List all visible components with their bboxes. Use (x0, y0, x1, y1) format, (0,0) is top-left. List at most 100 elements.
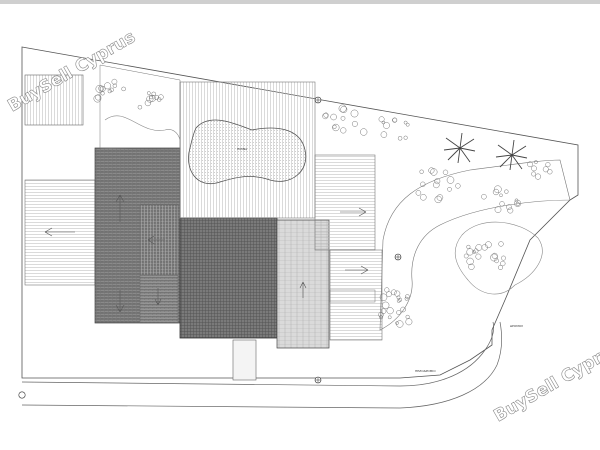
planting-island (454, 221, 543, 295)
shrub (434, 178, 441, 185)
shrub (494, 258, 499, 264)
shrub (378, 116, 385, 123)
shrub (466, 257, 474, 266)
shrub (100, 91, 105, 96)
shrub (490, 253, 498, 262)
shrub (403, 135, 408, 140)
plot-boundary (21, 46, 579, 379)
swimming-pool (188, 119, 307, 184)
shrub (351, 120, 358, 127)
shrub (98, 85, 105, 92)
shrub (332, 124, 337, 129)
shrub (542, 166, 549, 173)
shrub (146, 95, 154, 103)
shrub (491, 252, 498, 259)
shrub (404, 296, 409, 301)
shrub (493, 185, 502, 194)
building-stair (139, 274, 179, 324)
sidewalk (21, 321, 494, 387)
shrub (405, 122, 410, 127)
shrub (340, 115, 346, 121)
shrub-planting (93, 78, 553, 328)
shrub (144, 99, 152, 107)
shrub (149, 94, 156, 102)
flow-arrows (44, 194, 369, 313)
shrub (392, 117, 398, 123)
left-paving (24, 179, 96, 286)
shrub (400, 306, 406, 313)
shrub (507, 207, 514, 214)
sidewalk-label: ΠΕΖΟΔΡΟΜΙΟ (415, 369, 436, 373)
top-band (0, 0, 600, 4)
shrub (340, 106, 348, 113)
shrub (398, 297, 403, 302)
shrub (428, 167, 435, 174)
shrub (379, 293, 388, 302)
shrub (481, 193, 487, 200)
east-terrace-lower (329, 249, 383, 341)
pool-label: ΠΙΣΙΝΑ (237, 147, 248, 151)
shrub (330, 113, 337, 121)
shrub (545, 162, 551, 168)
shed (24, 74, 84, 126)
shrub (481, 244, 488, 251)
shrub (534, 173, 542, 180)
shrub (151, 91, 156, 97)
shrub (494, 206, 502, 213)
shrub (323, 112, 329, 118)
shrub (396, 320, 404, 328)
shrub (466, 248, 474, 256)
shrub (498, 241, 504, 247)
shrub (420, 181, 426, 187)
shrub (384, 287, 390, 293)
shrub (415, 190, 422, 196)
shrub (121, 86, 126, 92)
shrub (111, 78, 118, 85)
entrance-strip (232, 339, 257, 381)
shrub (473, 248, 479, 254)
shrub (531, 165, 537, 172)
shrub (475, 244, 483, 251)
shrub (338, 104, 347, 113)
east-steps (329, 289, 376, 303)
shrub (395, 321, 399, 325)
shrub (420, 194, 427, 201)
shrub (534, 160, 538, 164)
shrub (500, 260, 506, 267)
shrub (397, 136, 403, 141)
shrub (492, 188, 500, 196)
shrub (506, 204, 512, 210)
shrub (433, 181, 440, 189)
shrub (112, 83, 117, 88)
shrub (447, 186, 452, 192)
shrub (380, 131, 388, 138)
road-edge (21, 321, 503, 409)
shrub (396, 310, 402, 315)
shrub (547, 169, 553, 175)
lawn-edge-east (379, 159, 571, 331)
shrub (419, 169, 424, 174)
watermark-bottom-right: BuySell Cyprus (491, 337, 600, 426)
trees (443, 132, 528, 171)
shrub (434, 195, 442, 204)
shrub (381, 120, 386, 125)
shrub (497, 264, 504, 271)
shrub (501, 255, 506, 261)
shrub (360, 128, 368, 136)
shrub (382, 301, 390, 309)
shrub (387, 315, 392, 320)
shrub (93, 94, 102, 103)
shrub (442, 169, 449, 175)
garden-path-curve (104, 115, 181, 141)
shrub (531, 171, 537, 177)
shrub (499, 201, 505, 207)
shrub (104, 82, 111, 90)
shrub (430, 168, 438, 176)
shrub (468, 263, 475, 270)
shrub (405, 294, 410, 299)
shrub (379, 315, 384, 320)
shrub (485, 241, 492, 249)
shrub (527, 161, 533, 168)
shrub (436, 194, 444, 201)
shrub (403, 120, 408, 125)
